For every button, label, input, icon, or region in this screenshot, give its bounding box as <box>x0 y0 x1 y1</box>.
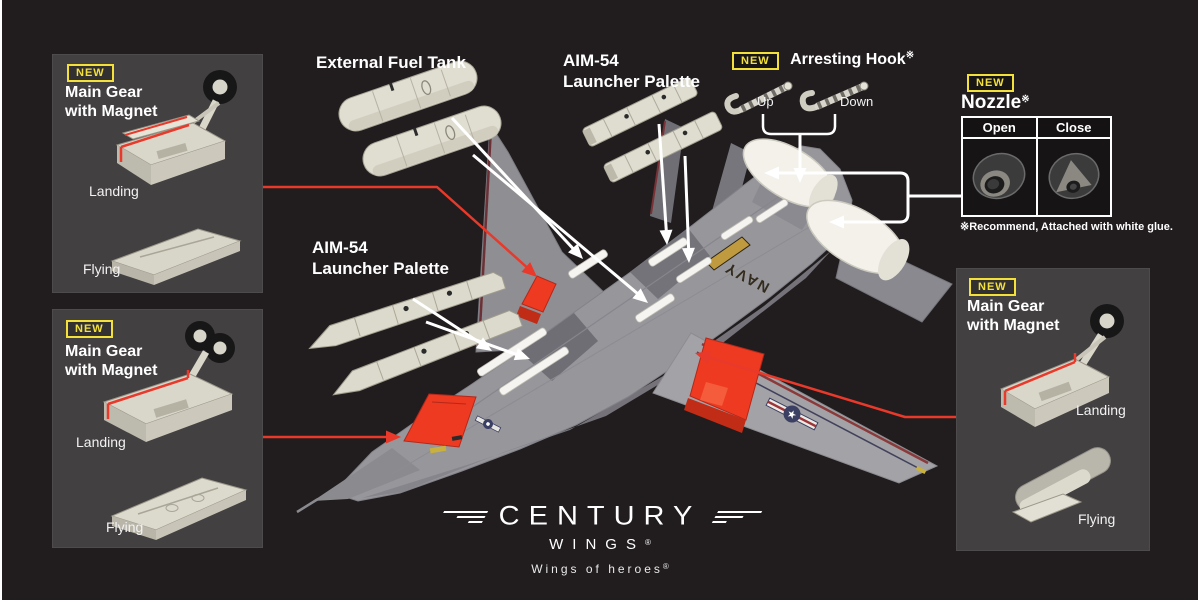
f14-aircraft: ★ NAVY <box>296 119 953 514</box>
century-wings-logo: CENTURY WINGS® Wings of heroes® <box>418 500 782 576</box>
landing-gear-image <box>115 70 237 185</box>
footnote-marker: ※ <box>905 50 915 61</box>
panel-title: Main Gear with Magnet <box>967 298 1060 334</box>
nozzle-close-image-cell <box>1035 137 1112 217</box>
flying-gear-image <box>1011 447 1111 523</box>
star-insignia: ★ <box>765 397 819 431</box>
landing-gear-image <box>102 321 235 442</box>
panel-main-gear-top-left: NEW Main Gear with Magnet Landing Flying <box>52 54 263 293</box>
aim54-launcher-palette-top-label: AIM-54 Launcher Palette <box>563 51 700 91</box>
brand-tagline: Wings of heroes® <box>531 562 669 576</box>
nozzle-note: ※Recommend, Attached with white glue. <box>960 221 1173 233</box>
nozzle-close-header: Close <box>1035 116 1112 139</box>
nozzle-open-image <box>972 152 1026 199</box>
flying-label: Flying <box>106 519 144 535</box>
nozzle-open-close-table: Open Close <box>961 116 1112 217</box>
new-badge: NEW <box>67 63 114 82</box>
right-edge-strip <box>1198 0 1200 600</box>
aim54-palettes-top <box>582 77 723 183</box>
panel-main-gear-right: NEW Main Gear with Magnet Landing Flying <box>956 268 1150 551</box>
aim54-palettes-left <box>308 271 523 396</box>
nozzle-cap <box>806 199 910 281</box>
new-badge: NEW <box>969 277 1016 296</box>
footnote-marker: ※ <box>1021 94 1030 105</box>
registered-mark: ® <box>662 562 669 571</box>
nozzle-title: Nozzle※ <box>961 92 1030 113</box>
hook-down-label: Down <box>840 94 874 109</box>
landing-label: Landing <box>89 183 139 199</box>
new-badge: NEW <box>732 52 779 70</box>
landing-label: Landing <box>1076 402 1126 418</box>
new-badge: NEW <box>967 73 1014 92</box>
new-badge: NEW <box>66 319 113 338</box>
brand-word: WINGS® <box>549 536 651 553</box>
logo-lines-right-icon <box>711 508 765 526</box>
flying-label: Flying <box>1078 511 1116 527</box>
aim54-launcher-palette-left-label: AIM-54 Launcher Palette <box>312 238 449 278</box>
logo-lines-left-icon <box>436 508 490 526</box>
nose-cone <box>313 448 420 501</box>
flying-gear-image <box>110 228 242 285</box>
nozzle-open-image-cell <box>961 137 1038 217</box>
brand-name: CENTURY <box>498 501 702 531</box>
arresting-hook-callout: NEW Arresting Hook※ <box>732 49 914 70</box>
landing-gear-image <box>999 304 1124 427</box>
nozzle-close-image <box>1048 152 1100 199</box>
arresting-hook-title: Arresting Hook <box>790 51 906 68</box>
panel-title: Main Gear with Magnet <box>65 343 158 379</box>
arresting-hook-icons <box>724 81 869 115</box>
landing-label: Landing <box>76 434 126 450</box>
flying-label: Flying <box>83 261 121 277</box>
nozzle-open-header: Open <box>961 116 1038 139</box>
panel-main-gear-bottom-left: NEW Main Gear with Magnet Landing Flying <box>52 309 263 548</box>
registered-mark: ® <box>644 538 651 547</box>
hook-up-label: Up <box>757 94 774 109</box>
external-fuel-tank-parts <box>338 60 502 177</box>
flying-gear-image <box>110 477 248 540</box>
panel-title: Main Gear with Magnet <box>65 84 158 120</box>
external-fuel-tank-label: External Fuel Tank <box>316 53 466 72</box>
left-edge-strip <box>0 0 2 600</box>
